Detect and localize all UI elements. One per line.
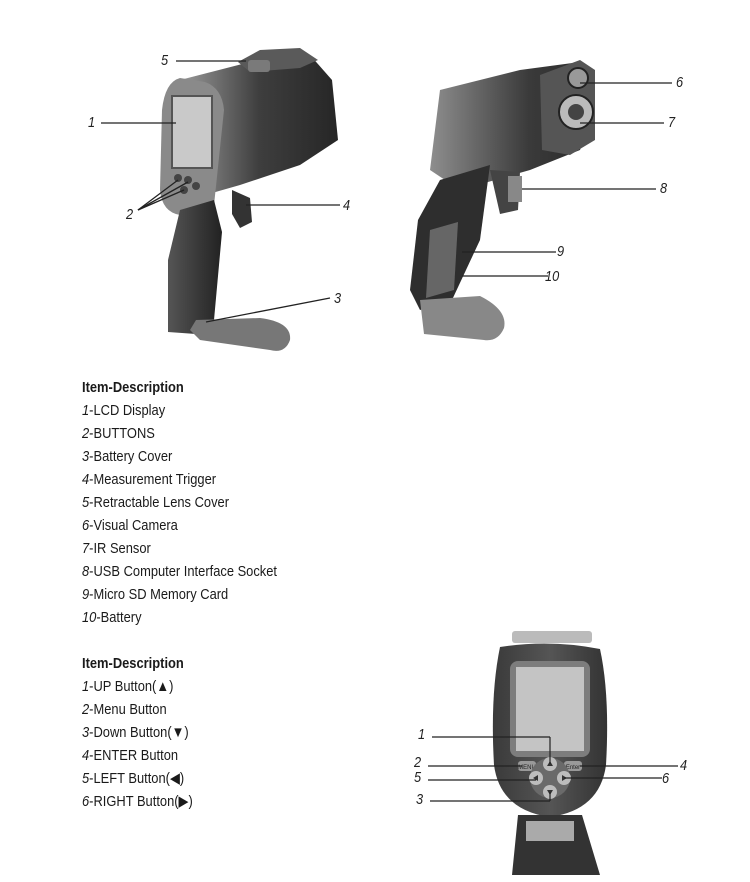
- list-item: 9-Micro SD Memory Card: [82, 586, 229, 603]
- callout-3-battery-cover: 3: [334, 290, 342, 307]
- list-item: 7-IR Sensor: [82, 540, 151, 557]
- list-item: 1-UP Button(▲): [82, 678, 174, 695]
- rear-view-illustration: [410, 60, 672, 341]
- callout-6-right-button: 6: [662, 770, 670, 787]
- section-header: Item-Description: [82, 655, 184, 672]
- callout-8-usb: 8: [660, 180, 668, 197]
- callout-3-down-button: 3: [416, 791, 424, 808]
- callout-10-battery: 10: [545, 268, 560, 285]
- callout-5-left-button: 5: [414, 769, 422, 786]
- callout-7-ir-sensor: 7: [668, 114, 676, 131]
- callout-4-trigger: 4: [343, 197, 351, 214]
- callout-2-menu-button: 2: [414, 754, 422, 771]
- callout-5-lens-cover: 5: [161, 52, 169, 69]
- list-item: 4-Measurement Trigger: [82, 471, 217, 488]
- list-item: 5-LEFT Button(◀): [82, 770, 185, 787]
- button-panel-illustration: MENU Enter: [428, 631, 678, 875]
- list-item: 6-RIGHT Button(▶): [82, 793, 193, 810]
- front-view-illustration: [101, 48, 340, 351]
- list-item: 8-USB Computer Interface Socket: [82, 563, 278, 580]
- callout-6-visual-camera: 6: [676, 74, 684, 91]
- list-item: 3-Battery Cover: [82, 448, 173, 465]
- list-item: 6-Visual Camera: [82, 517, 178, 534]
- callout-9-sd-card: 9: [557, 243, 565, 260]
- item-description-list-1: Item-Description 1-LCD Display 2-BUTTONS…: [82, 376, 277, 629]
- menu-button-label: MENU: [518, 765, 536, 771]
- list-item: 2-Menu Button: [82, 701, 167, 718]
- list-item: 5-Retractable Lens Cover: [82, 494, 229, 511]
- callout-4-enter-button: 4: [680, 757, 688, 774]
- menu-button: [518, 761, 536, 771]
- item-description-list-2: Item-Description 1-UP Button(▲) 2-Menu B…: [82, 652, 193, 813]
- enter-button: [564, 761, 582, 771]
- list-item: 10-Battery: [82, 609, 142, 626]
- list-item: 3-Down Button(▼): [82, 724, 189, 741]
- enter-button-label: Enter: [566, 765, 580, 771]
- list-item: 2-BUTTONS: [82, 425, 155, 442]
- callout-1-up-button: 1: [418, 726, 426, 743]
- callout-1-lcd: 1: [88, 114, 96, 131]
- section-header: Item-Description: [82, 379, 184, 396]
- list-item: 1-LCD Display: [82, 402, 166, 419]
- callout-2-buttons: 2: [126, 206, 134, 223]
- list-item: 4-ENTER Button: [82, 747, 179, 764]
